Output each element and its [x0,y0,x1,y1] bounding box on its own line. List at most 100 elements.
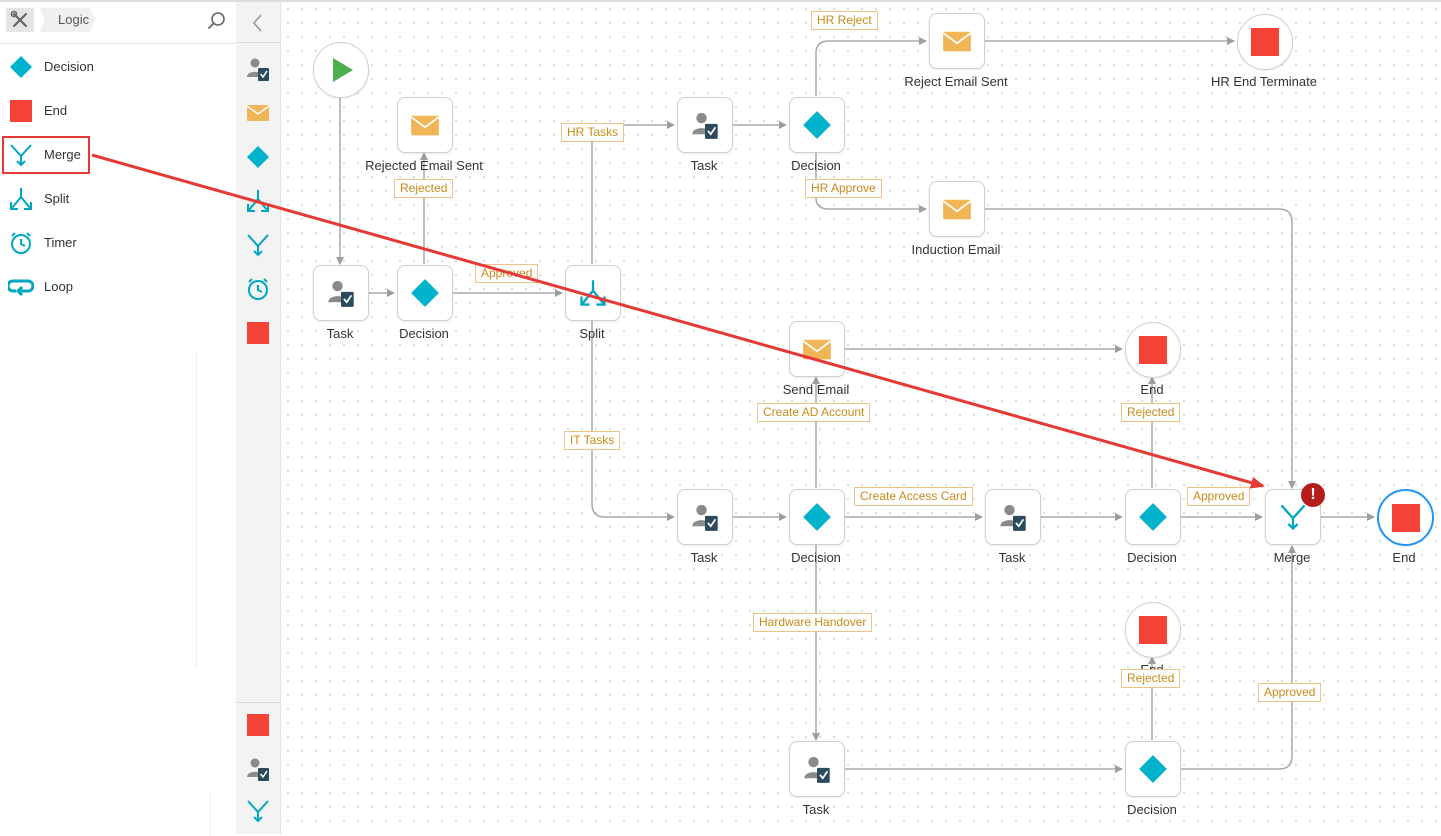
toolbar-split-button[interactable] [245,188,271,214]
toolbar-email-button[interactable] [245,100,271,126]
palette-item-end[interactable]: End [4,94,88,128]
email-icon [246,105,270,121]
logic-palette-panel: Logic Decision End Merge Split [0,2,237,836]
toolbar-task-button-bottom[interactable] [245,756,271,782]
logic-breadcrumb[interactable]: Logic [40,8,96,32]
end-square-icon [1251,28,1279,56]
email-icon [410,115,440,136]
diamond-icon [803,503,831,531]
connector [984,208,1296,489]
node-label: Decision [1127,550,1177,565]
edge-label-approved[interactable]: Approved [475,264,539,283]
edge-label-approved-bottom[interactable]: Approved [1258,683,1322,702]
diamond-icon [1139,755,1167,783]
decision-node-1[interactable] [397,265,453,321]
task-icon [804,756,830,783]
edge-label-rejected-top[interactable]: Rejected [1121,403,1181,422]
task-icon [692,504,718,531]
hr-decision-node[interactable] [789,97,845,153]
end-square-icon [247,714,269,736]
access-card-task-node[interactable] [985,489,1041,545]
divider [236,42,280,43]
node-label: Split [579,326,605,341]
task-icon [328,280,354,307]
end-node-final[interactable] [1377,489,1434,546]
start-node[interactable] [313,42,369,98]
node-label: Task [690,550,718,565]
toolbar-merge-button[interactable] [245,232,271,258]
node-label: Send Email [782,382,850,397]
merge-icon [247,800,269,823]
collapse-palette-button[interactable] [248,12,268,34]
access-decision-node[interactable] [1125,489,1181,545]
toolbar-task-button[interactable] [245,56,271,82]
toolbar-decision-button[interactable] [245,144,271,170]
toolbar-timer-button[interactable] [245,276,271,302]
edge-label-hardware-handover[interactable]: Hardware Handover [753,613,873,632]
diamond-icon [1139,503,1167,531]
end-node-bottom[interactable] [1125,602,1181,658]
node-label: Decision [791,158,841,173]
task-icon [692,112,718,139]
palette-item-label: Decision [44,59,94,74]
merge-icon [1280,504,1306,531]
hr-task-node[interactable] [677,97,733,153]
divider [210,792,211,836]
hardware-task-node[interactable] [789,741,845,797]
edge-label-it-tasks[interactable]: IT Tasks [564,431,621,450]
reject-email-node[interactable] [929,13,985,69]
edge-label-approved-merge[interactable]: Approved [1187,487,1251,506]
induction-email-node[interactable] [929,181,985,237]
send-email-node[interactable] [789,321,845,377]
edge-label-hr-reject[interactable]: HR Reject [811,11,878,30]
node-label: HR End Terminate [1211,74,1317,89]
task-node-1[interactable] [313,265,369,321]
palette-item-loop[interactable]: Loop [4,270,88,304]
node-label: Rejected Email Sent [365,158,483,173]
toolbar-end-button-bottom[interactable] [245,712,271,738]
chevron-left-icon [252,14,262,32]
diamond-icon [10,56,32,78]
tools-breadcrumb[interactable] [6,8,34,32]
edge-label-create-ad-account[interactable]: Create AD Account [757,403,871,422]
task-icon [247,758,269,781]
palette-item-timer[interactable]: Timer [4,226,88,260]
edge-label-rejected[interactable]: Rejected [394,179,454,198]
edge-label-hr-tasks[interactable]: HR Tasks [561,123,625,142]
it-decision-node[interactable] [789,489,845,545]
task-icon [1000,504,1026,531]
diamond-icon [411,279,439,307]
split-icon [247,190,269,212]
divider [196,352,197,667]
diamond-icon [247,146,269,168]
toolbar-merge-button-bottom[interactable] [245,798,271,824]
tools-icon [10,10,28,28]
search-button[interactable] [206,10,228,32]
play-icon [333,58,353,82]
loop-icon [8,279,34,297]
palette-item-merge[interactable]: Merge [2,136,90,174]
timer-icon [248,278,268,300]
edge-label-rejected-bottom[interactable]: Rejected [1121,669,1181,688]
node-label: Decision [399,326,449,341]
edge-label-hr-approve[interactable]: HR Approve [805,179,882,198]
connector [591,121,675,264]
hr-end-terminate-node[interactable] [1237,14,1293,70]
it-task-node[interactable] [677,489,733,545]
palette-item-label: Timer [44,235,77,250]
palette-item-decision[interactable]: Decision [4,50,94,84]
search-icon [208,12,225,29]
end-node-top[interactable] [1125,322,1181,378]
error-badge[interactable]: ! [1301,483,1325,507]
split-icon [580,280,606,306]
edge-label-create-access-card[interactable]: Create Access Card [854,487,973,506]
palette-header: Logic [0,2,236,44]
node-label: End [1140,382,1164,397]
hardware-decision-node[interactable] [1125,741,1181,797]
rejected-email-node[interactable] [397,97,453,153]
workflow-canvas[interactable]: Task Decision Rejected Email Sent Split … [281,2,1441,834]
email-icon [942,199,972,220]
palette-item-split[interactable]: Split [4,182,88,216]
node-label: End [1392,550,1416,565]
split-node[interactable] [565,265,621,321]
